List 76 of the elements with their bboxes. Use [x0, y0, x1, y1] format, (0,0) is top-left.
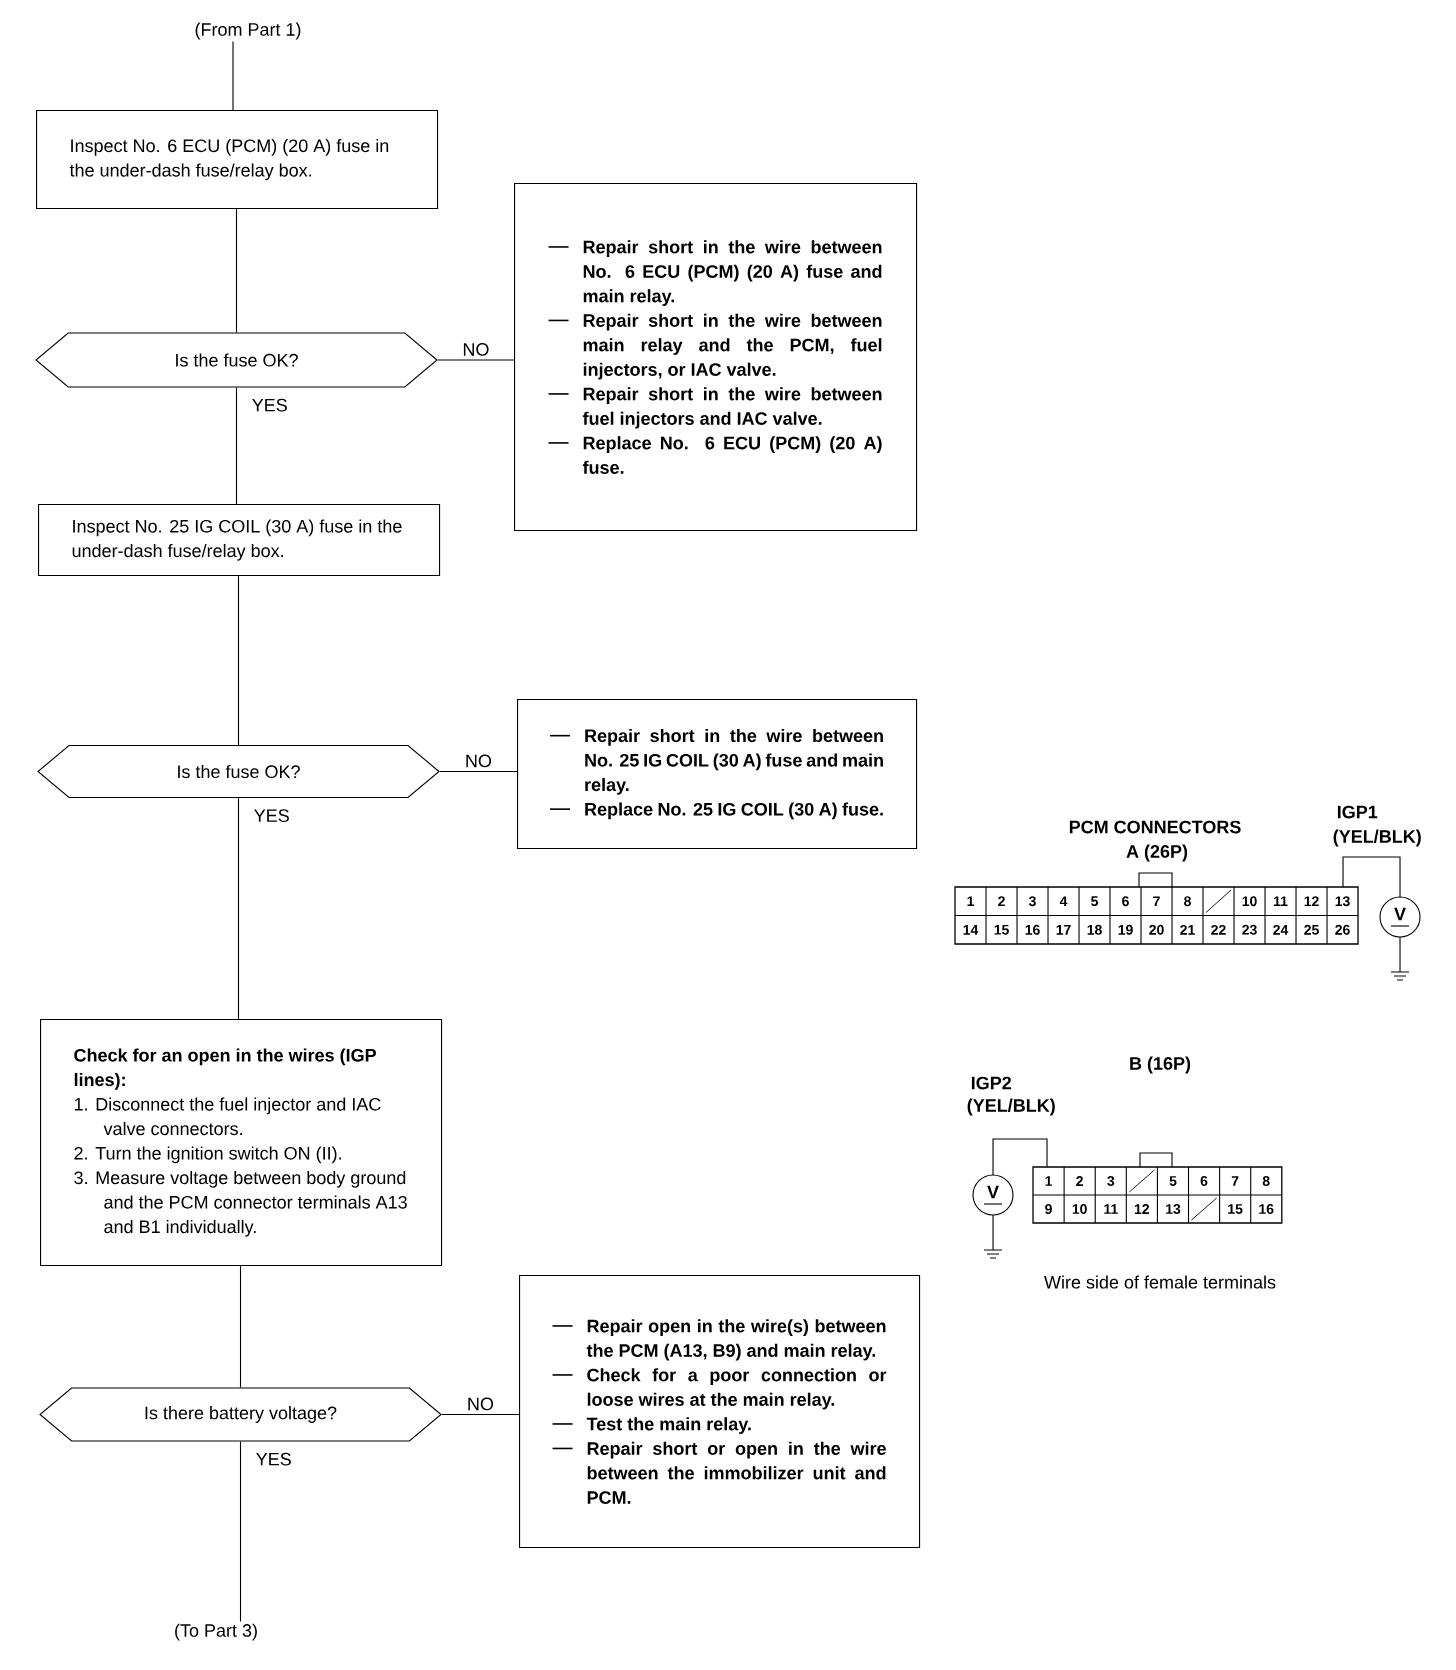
connector-line — [235, 387, 238, 505]
pin-number: 1 — [967, 896, 974, 907]
connector-line — [235, 208, 238, 333]
wire-color: (YEL/BLK) — [1333, 829, 1421, 847]
process-box: Inspect No. 25 IG COIL (30 A) fuse in the under-dash fuse/relay box. — [38, 504, 441, 577]
connector-line — [441, 1413, 520, 1416]
pin-number: 5 — [1169, 1176, 1177, 1186]
action-box: Repair open in the wire(s) between the PCM (A13, B9) and main relay. Check for a poor connection or loose wires at the main relay. Test the main relay. Repair short or open in the wire between the immobilizer unit and PCM. — [519, 1275, 921, 1549]
pin-number: 15 — [1228, 1204, 1243, 1214]
pin-number: 12 — [1134, 1204, 1150, 1214]
decision-hexagon: Is there battery voltage? — [39, 1387, 442, 1442]
edge-label: YES — [256, 1452, 291, 1466]
pin-number: 5 — [1091, 896, 1098, 907]
decision-hexagon: Is the fuse OK? — [37, 744, 440, 799]
pin-number: 16 — [1025, 924, 1040, 935]
wire-name: IGP1 — [1337, 805, 1378, 819]
process-box: Check for an open in the wires (IGP lines): 1. Disconnect the fuel injector and IAC valve connectors. 2. Turn the ignition switch ON (II). 3. Measure voltage between body ground and the PCM connector terminals A13 and B1 individually. — [40, 1019, 443, 1267]
pin-number: 12 — [1304, 896, 1319, 907]
flow-text: (From Part 1) — [195, 22, 301, 40]
pin-number: 21 — [1180, 924, 1195, 935]
process-box: Inspect No. 6 ECU (PCM) (20 A) fuse in the under-dash fuse/relay box. — [36, 110, 439, 210]
pin-number: 6 — [1200, 1176, 1208, 1186]
pin-number: 20 — [1149, 924, 1164, 935]
connector-title: PCM CONNECTORS — [1069, 820, 1241, 834]
pin-number: 2 — [1076, 1176, 1083, 1186]
connector-line — [439, 770, 518, 773]
pin-number: 7 — [1153, 896, 1160, 907]
action-box: Repair short in the wire between No. 25 IG COIL (30 A) fuse and main relay. Replace No. 25 IG COIL (30 A) fuse. — [517, 699, 918, 850]
wire-color: (YEL/BLK) — [967, 1098, 1055, 1116]
pin-number: 26 — [1335, 924, 1350, 935]
pin-number: 18 — [1087, 924, 1102, 935]
action-box: Repair short in the wire between No. 6 ECU (PCM) (20 A) fuse and main relay. Repair short in the wire between main relay and the PCM, fuel injectors, or IAC valve. Repair short in the wire between fuel injectors and IAC valve. Replace No. 6 ECU (PCM) (20 A) fuse. — [514, 183, 918, 532]
pin-number: 24 — [1273, 924, 1289, 935]
pin-number: 2 — [998, 896, 1005, 907]
connector-title: B (16P) — [1130, 1056, 1191, 1074]
edge-label: NO — [466, 754, 492, 768]
decision-hexagon: Is the fuse OK? — [35, 332, 438, 388]
connector-line — [237, 797, 240, 1020]
connector-title: A (26P) — [1126, 844, 1188, 862]
connector-line — [437, 359, 515, 361]
connector-line — [239, 1265, 242, 1388]
wire-name: IGP2 — [971, 1076, 1011, 1090]
caption-text: Wire side of female terminals — [1044, 1275, 1276, 1289]
pin-number: 15 — [994, 924, 1009, 935]
pin-number: 4 — [1059, 896, 1068, 907]
edge-label: YES — [254, 809, 289, 822]
edge-label: NO — [468, 1397, 494, 1411]
pin-number: 1 — [1045, 1176, 1052, 1186]
pin-number: 23 — [1242, 924, 1257, 935]
pin-number: 7 — [1231, 1176, 1239, 1186]
pin-number: 11 — [1104, 1204, 1118, 1214]
flow-text: (To Part 3) — [175, 1623, 257, 1641]
pin-number: 14 — [963, 925, 979, 935]
meter-letter: V — [1394, 907, 1406, 921]
connector-line — [232, 41, 234, 111]
pin-number: 13 — [1335, 896, 1350, 907]
pin-number: 10 — [1242, 896, 1257, 907]
pin-number: 8 — [1184, 896, 1191, 907]
edge-label: YES — [252, 398, 287, 412]
connector-line — [237, 575, 240, 746]
pin-number: 3 — [1028, 896, 1036, 907]
pin-number: 3 — [1107, 1176, 1115, 1186]
pin-number: 8 — [1262, 1176, 1270, 1186]
pin-number: 22 — [1211, 924, 1226, 935]
pin-number: 10 — [1072, 1204, 1087, 1214]
pin-number: 9 — [1045, 1204, 1052, 1214]
pin-number: 16 — [1259, 1204, 1274, 1214]
edge-label: NO — [463, 343, 489, 356]
pin-number: 17 — [1056, 925, 1071, 935]
connector-line — [239, 1441, 242, 1622]
pin-number: 19 — [1118, 924, 1133, 935]
pin-number: 11 — [1274, 896, 1288, 907]
pin-number: 13 — [1166, 1204, 1181, 1214]
pin-number: 6 — [1122, 896, 1129, 907]
meter-letter: V — [987, 1185, 999, 1199]
pin-number: 25 — [1304, 924, 1319, 935]
